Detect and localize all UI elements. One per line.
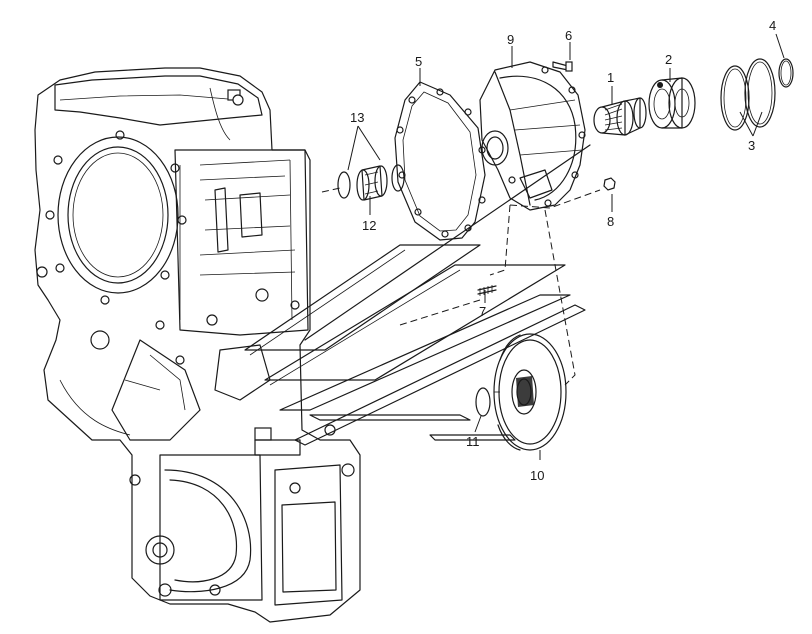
callout-11: 11 [466, 434, 480, 449]
gasket [394, 81, 486, 241]
callout-labels: 1 2 3 4 5 6 7 8 9 10 11 12 13 [350, 18, 776, 483]
assembly-guide-lines [399, 189, 601, 386]
callout-4: 4 [769, 18, 776, 33]
callout-9: 9 [507, 32, 514, 47]
pin [477, 285, 497, 296]
callout-1: 1 [607, 70, 614, 85]
callout-3: 3 [748, 138, 755, 153]
callout-8: 8 [607, 214, 614, 229]
callout-10: 10 [530, 468, 544, 483]
gear [493, 333, 567, 451]
shim [475, 387, 491, 417]
bolt [552, 61, 573, 72]
callout-2: 2 [665, 52, 672, 67]
sleeve-with-rings [321, 164, 405, 201]
bearing [648, 77, 696, 129]
callout-7: 7 [479, 304, 486, 319]
snap-rings [720, 58, 794, 131]
splined-shaft [593, 97, 647, 136]
leader-lines [347, 33, 785, 460]
callout-13: 13 [350, 110, 364, 125]
callout-12: 12 [362, 218, 376, 233]
transmission-housing [34, 67, 361, 623]
nut [603, 177, 616, 191]
callout-5: 5 [415, 54, 422, 69]
cover [479, 61, 586, 211]
callout-6: 6 [565, 28, 572, 43]
housing-perspective-lines [244, 144, 591, 456]
